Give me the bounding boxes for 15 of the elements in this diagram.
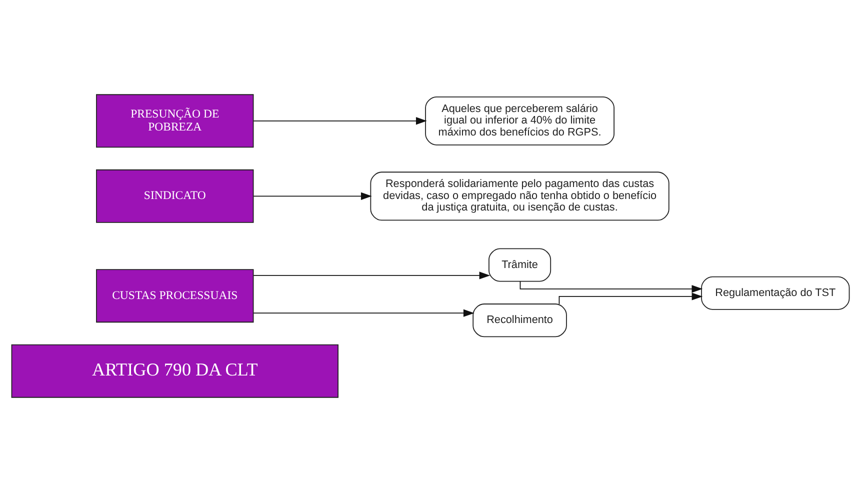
- arrow: [253, 192, 372, 200]
- node-box: PRESUNÇÃO DE POBREZA: [96, 94, 254, 148]
- node-box: Aqueles que perceberem salário igual ou inferior a 40% do limite máximo dos benefícios do RGPS.: [425, 96, 614, 146]
- node-box: ARTIGO 790 DA CLT: [11, 344, 338, 398]
- arrow: [253, 117, 427, 125]
- arrow: [253, 309, 474, 317]
- node-box: SINDICATO: [96, 169, 254, 223]
- node-box: Trâmite: [488, 248, 552, 282]
- node-box: CUSTAS PROCESSUAIS: [96, 269, 254, 323]
- node-box: Responderá solidariamente pelo pagamento das custas devidas, caso o empregado não tenha obtido o benefício da justiça gratuita, ou isenção de custas.: [370, 172, 670, 221]
- node-box: Regulamentação do TST: [701, 276, 850, 310]
- arrow: [558, 292, 703, 304]
- node-box: Recolhimento: [472, 304, 567, 338]
- arrow: [520, 280, 703, 293]
- arrow: [253, 272, 490, 280]
